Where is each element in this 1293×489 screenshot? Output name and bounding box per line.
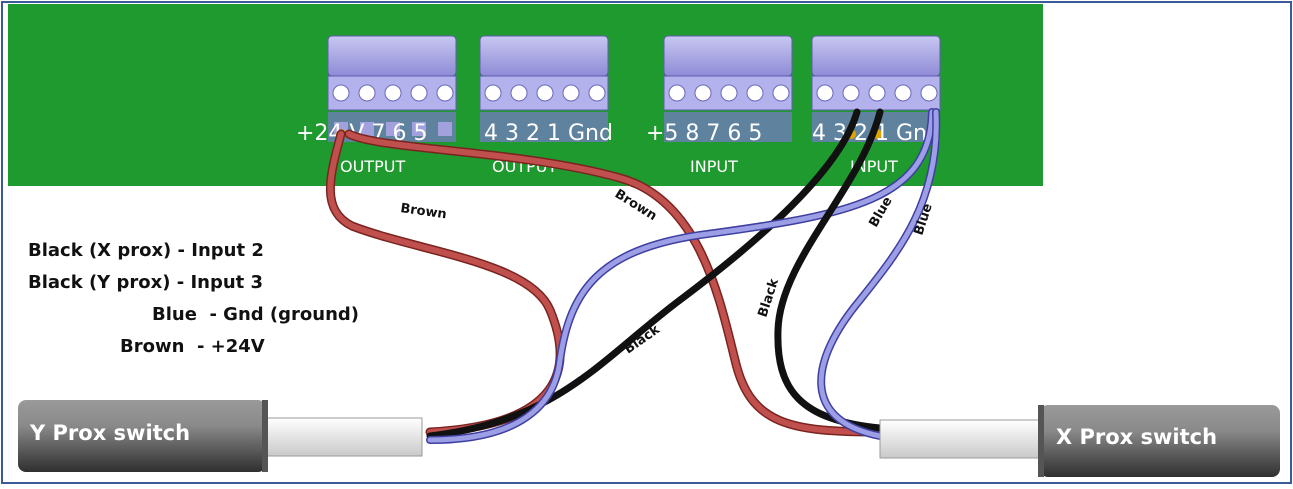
- x-prox-switch-label: X Prox switch: [1056, 425, 1217, 449]
- legend-line-2: Black (Y prox) - Input 3: [28, 272, 263, 293]
- legend-line-1: Black (X prox) - Input 2: [28, 240, 264, 261]
- label-brown-left: Brown: [399, 201, 447, 222]
- y-prox-switch-label: Y Prox switch: [29, 421, 190, 445]
- section-output-1: OUTPUT: [340, 157, 405, 176]
- label-blue-b: Blue: [912, 202, 936, 238]
- legend-line-4: Brown - +24V: [120, 336, 265, 357]
- wire-black-right: [774, 108, 884, 432]
- section-input-1: INPUT: [690, 157, 738, 176]
- terminal-block-output-2: [479, 35, 609, 142]
- pins-input-1: +5 8 7 6 5: [646, 121, 762, 146]
- pins-output-2: 4 3 2 1 Gnd: [484, 121, 613, 146]
- legend-line-3: Blue - Gnd (ground): [152, 304, 359, 325]
- terminal-block-input-1: [663, 35, 793, 142]
- terminal-block-output-1: [327, 35, 457, 142]
- y-prox-switch: Y Prox switch: [18, 400, 423, 472]
- wire-black-center: [426, 108, 861, 440]
- x-prox-switch: X Prox switch: [879, 405, 1280, 477]
